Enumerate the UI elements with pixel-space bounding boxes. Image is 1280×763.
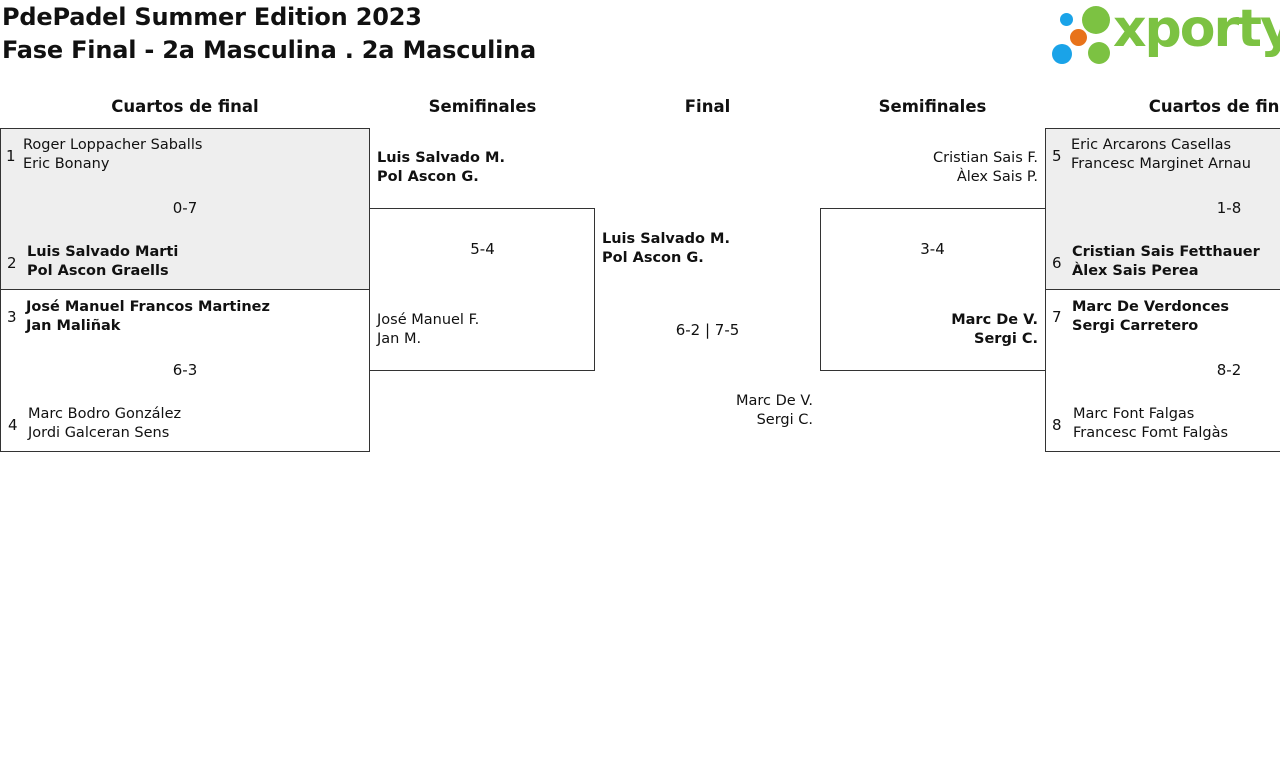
player-name: Eric Arcarons Casellas [1071,137,1232,153]
category-title: Fase Final - 2a Masculina . 2a Masculina [2,36,537,64]
logo-dot-blue-icon [1060,13,1073,26]
logo-dot-green2-icon [1088,42,1110,64]
tournament-title: PdePadel Summer Edition 2023 [2,3,422,31]
match-score: 3-4 [920,240,945,258]
player-name: Luis Salvado M. [377,150,505,166]
player-name: Sergi Carretero [1072,318,1199,334]
match-score: 0-7 [172,199,198,217]
player-name: Pol Ascon G. [602,250,704,266]
round-header-quarter-left: Cuartos de final [111,97,259,116]
player-name: Jan M. [377,331,422,347]
player-name: Marc Bodro González [28,406,182,422]
seed-number: 1 [6,147,16,165]
player-name: Pol Ascon Graells [27,263,169,279]
logo-dot-blue2-icon [1052,44,1072,64]
player-name: Sergi C. [974,331,1038,347]
player-name: Eric Bonany [23,156,110,172]
quarter-match-1[interactable] [0,128,370,290]
player-name: Cristian Sais Fetthauer [1072,244,1260,260]
match-score: 1-8 [1216,199,1242,217]
round-header-final: Final [684,97,731,116]
seed-number: 2 [7,254,17,272]
player-name: Àlex Sais Perea [1072,263,1199,279]
round-header-semi-right: Semifinales [878,97,987,116]
player-name: Sergi C. [756,412,813,428]
round-header-quarter-right: Cuartos de final [1148,97,1280,116]
player-name: Marc De Verdonces [1072,299,1230,315]
player-name: José Manuel F. [377,312,480,328]
logo-dot-green-icon [1082,6,1110,34]
semi-match-left[interactable] [369,208,595,371]
player-name: Jan Maliñak [26,318,121,334]
final-score: 6-2 | 7-5 [675,321,740,339]
player-name: Francesc Fomt Falgàs [1073,425,1229,441]
seed-number: 5 [1052,147,1062,165]
player-name: Marc Font Falgas [1073,406,1195,422]
round-header-semi-left: Semifinales [428,97,537,116]
player-name: Àlex Sais P. [956,169,1038,185]
player-name: Jordi Galceran Sens [28,425,170,441]
logo-text: xporty [1113,0,1280,59]
player-name: Cristian Sais F. [933,150,1038,166]
player-name: Roger Loppacher Saballs [23,137,203,153]
match-score: 6-3 [172,361,198,379]
seed-number: 4 [8,416,18,434]
player-name: José Manuel Francos Martinez [26,299,270,315]
seed-number: 3 [7,308,17,326]
quarter-match-4[interactable] [1045,289,1280,452]
logo-dot-orange-icon [1070,29,1087,46]
seed-number: 7 [1052,308,1062,326]
player-name: Marc De V. [736,393,813,409]
player-name: Marc De V. [951,312,1038,328]
semi-match-right[interactable] [820,208,1046,371]
player-name: Luis Salvado Marti [27,244,179,260]
seed-number: 8 [1052,416,1062,434]
player-name: Pol Ascon G. [377,169,479,185]
player-name: Francesc Marginet Arnau [1071,156,1251,172]
xporty-logo[interactable]: xporty [1050,0,1280,66]
match-score: 8-2 [1216,361,1242,379]
player-name: Luis Salvado M. [602,231,730,247]
match-score: 5-4 [470,240,495,258]
seed-number: 6 [1052,254,1062,272]
